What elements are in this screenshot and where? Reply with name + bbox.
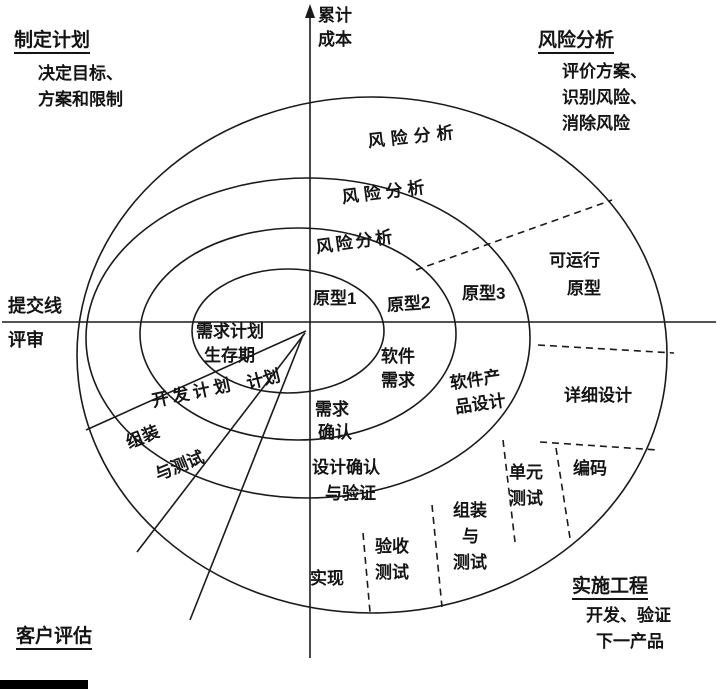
quadrant-risk-line1: 评价方案、 — [562, 62, 647, 81]
implementation-label: 实现 — [310, 569, 344, 588]
design-validation-line2: 与验证 — [325, 484, 376, 503]
operational-prototype-line2: 原型 — [567, 279, 601, 298]
prototype3-label: 原型3 — [462, 284, 506, 303]
spiral-loop-2 — [139, 227, 457, 441]
spiral-loop-4 — [76, 96, 668, 614]
spiral-loop-3 — [85, 177, 531, 499]
software-requirements-line1: 软件 — [381, 347, 415, 366]
integration-test-line3: 测试 — [453, 553, 487, 572]
integration-test-line2: 与 — [462, 527, 479, 546]
dashed-detaildesign-boundary — [539, 441, 659, 451]
axis-arrowhead — [305, 4, 315, 18]
dashed-coding-left — [555, 447, 571, 539]
cumulative-cost-line2: 成本 — [318, 30, 352, 49]
acceptance-test-line1: 验收 — [375, 537, 409, 556]
quadrant-customer-eval-title: 客户评估 — [16, 626, 93, 650]
requirements-plan-line1: 需求计划 — [196, 322, 264, 341]
unit-test-line1: 单元 — [509, 463, 543, 482]
design-validation-line1: 设计确认 — [312, 458, 380, 477]
quadrant-engineering-line2: 下一产品 — [596, 632, 664, 651]
dashed-op-prototype-boundary — [537, 344, 675, 354]
integration-test-line1: 组装 — [453, 501, 487, 520]
quadrant-engineering-line1: 开发、验证 — [586, 606, 671, 625]
quadrant-plan-line1: 决定目标、 — [38, 64, 123, 83]
quadrant-risk-title: 风险分析 — [538, 30, 615, 54]
review-label: 评审 — [8, 330, 44, 350]
dashed-risk-boundary — [415, 199, 613, 271]
detailed-design-label: 详细设计 — [564, 386, 632, 405]
dashed-unittest-left — [502, 439, 516, 543]
unit-test-line2: 测试 — [509, 489, 543, 508]
quadrant-risk-line3: 消除风险 — [562, 114, 630, 133]
cumulative-cost-line1: 累计 — [318, 6, 352, 25]
quadrant-risk-line2: 识别风险、 — [562, 88, 647, 107]
dashed-integration-left — [431, 504, 443, 608]
coding-label: 编码 — [573, 459, 607, 478]
requirements-validation-line1: 需求 — [315, 400, 349, 419]
quadrant-plan-title: 制定计划 — [14, 30, 91, 54]
sector-line-3 — [189, 334, 304, 621]
spiral-loop-1 — [191, 268, 385, 394]
software-requirements-line2: 需求 — [381, 371, 415, 390]
acceptance-test-line2: 测试 — [375, 563, 409, 582]
sector-line-1 — [85, 330, 307, 431]
quadrant-engineering-title: 实施工程 — [572, 576, 649, 600]
prototype1-label: 原型1 — [313, 289, 357, 308]
prototype2-label: 原型2 — [386, 292, 432, 315]
scan-artifact-bar — [0, 680, 88, 689]
dashed-acceptance-left — [362, 532, 371, 613]
sector-line-2 — [136, 332, 306, 553]
requirements-validation-line2: 确认 — [318, 423, 352, 442]
operational-prototype-line1: 可运行 — [549, 251, 600, 270]
commit-line-label: 提交线 — [8, 296, 62, 316]
quadrant-plan-line2: 方案和限制 — [38, 90, 123, 109]
requirements-plan-line2: 生存期 — [204, 346, 255, 365]
